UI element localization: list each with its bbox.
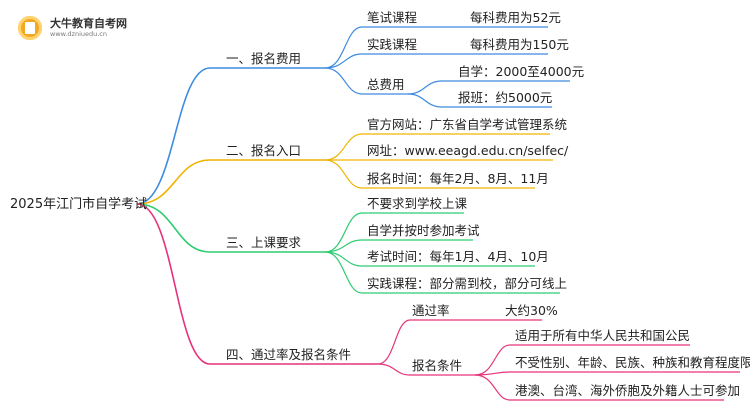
- node-class-fee: 报班：约5000元: [458, 90, 553, 105]
- link-b3-c3: [324, 251, 535, 267]
- node-written-fee: 每科费用为52元: [470, 10, 561, 25]
- link-b1-c3: [324, 67, 408, 95]
- node-practice-course: 实践课程: [367, 37, 418, 52]
- branch-fees: 一、报名费用: [226, 51, 302, 66]
- branch-class: 三、上课要求: [226, 235, 302, 250]
- logo-badge-icon: [18, 16, 42, 40]
- node-pass-rate-value: 大约30%: [505, 303, 558, 318]
- root-topic: 2025年江门市自学考试: [10, 197, 148, 212]
- link-b4-c2-s1: [474, 344, 690, 376]
- node-condition-overseas: 港澳、台湾、海外侨胞及外籍人士可参加: [515, 383, 741, 398]
- node-practice-fee: 每科费用为150元: [470, 37, 569, 52]
- node-written-course: 笔试课程: [367, 10, 418, 25]
- branch-entry: 二、报名入口: [226, 143, 302, 158]
- node-official-site: 官方网站：广东省自学考试管理系统: [367, 117, 568, 132]
- link-b4-c2-s2: [474, 371, 740, 376]
- link-b2-c1: [324, 133, 550, 161]
- node-condition-no-limits: 不受性别、年龄、民族、种族和教育程度限制: [515, 355, 750, 370]
- link-b1-c3-s1: [407, 80, 570, 95]
- link-b1-c1: [324, 26, 548, 69]
- node-self-study: 自学并按时参加考试: [367, 223, 480, 238]
- link-b1-c3-s2: [407, 93, 552, 108]
- branch-pass-conditions: 四、通过率及报名条件: [226, 347, 352, 362]
- link-b3-c1: [324, 212, 464, 253]
- node-total-fee: 总费用: [367, 77, 405, 92]
- site-logo: 大牛教育自考网 www.dzniuedu.cn: [18, 14, 138, 44]
- node-condition-citizens: 适用于所有中华人民共和国公民: [515, 328, 691, 343]
- logo-title: 大牛教育自考网: [50, 17, 127, 30]
- node-practice-course-req: 实践课程：部分需到校，部分可线上: [367, 276, 568, 291]
- node-exam-time: 考试时间：每年1月、4月、10月: [367, 249, 549, 264]
- link-b2-c3: [324, 159, 535, 189]
- link-root-branch2: [136, 159, 325, 205]
- link-b4-c1: [377, 319, 542, 365]
- link-b1-c2: [324, 53, 548, 69]
- link-root-branch3: [136, 203, 325, 253]
- link-b3-c2: [324, 239, 473, 253]
- node-conditions: 报名条件: [412, 358, 463, 373]
- node-pass-rate: 通过率: [412, 303, 450, 318]
- link-b4-c2-s3: [474, 374, 724, 401]
- logo-url: www.dzniuedu.cn: [50, 30, 108, 38]
- node-registration-time: 报名时间：每年2月、8月、11月: [367, 171, 549, 186]
- link-b4-c2: [377, 363, 475, 376]
- link-root-branch1: [136, 67, 325, 205]
- node-no-attendance: 不要求到学校上课: [367, 196, 468, 211]
- node-url[interactable]: 网址：www.eeagd.edu.cn/selfec/: [367, 143, 569, 158]
- link-b3-c4: [324, 251, 560, 294]
- link-root-branch4: [136, 203, 378, 365]
- node-self-study-fee: 自学：2000至4000元: [458, 64, 585, 79]
